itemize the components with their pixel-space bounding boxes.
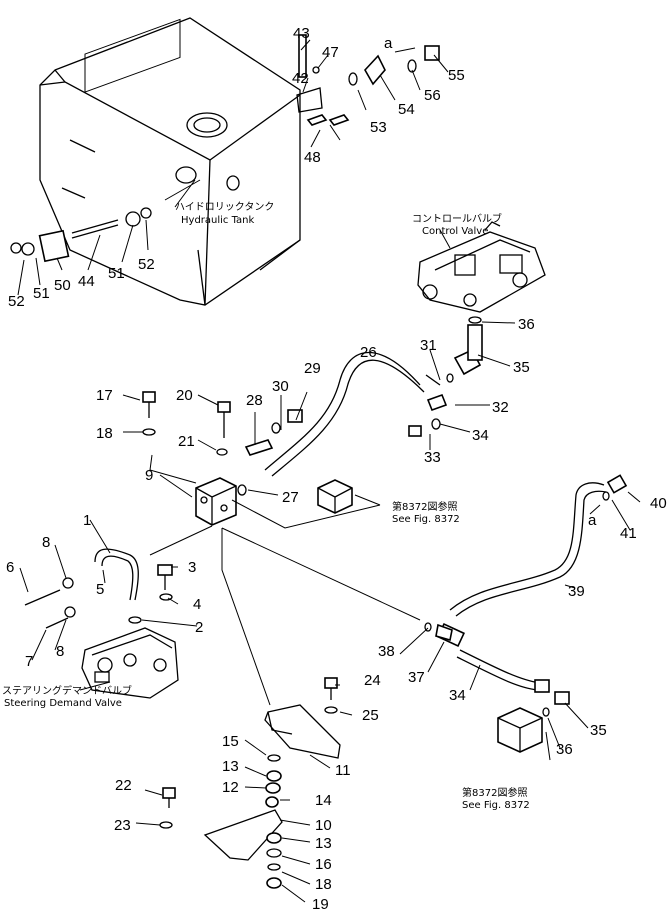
see-fig-en-upper: See Fig. 8372 (392, 514, 460, 525)
part-number-46: 43 (293, 25, 310, 42)
part-number-51-left: 51 (33, 285, 50, 302)
pipe-42 (449, 482, 607, 617)
part-number-labels: 43 47 42 48 53 54 56 55 a 52 51 50 44 51… (2, 25, 667, 911)
hose-26 (264, 351, 425, 477)
part-number-40: 37 (408, 669, 425, 686)
block-fig-8372-upper (317, 479, 353, 514)
part-number-54: 54 (398, 101, 415, 118)
part-number-34: 34 (472, 427, 489, 444)
part-number-27: 27 (282, 489, 299, 506)
part-number-2: 2 (195, 619, 203, 636)
part-number-28: 28 (246, 392, 263, 409)
part-number-36: 36 (518, 316, 535, 333)
part-number-42: 39 (568, 583, 585, 600)
part-number-7: 7 (25, 653, 33, 670)
part-number-4: 4 (193, 596, 201, 613)
part-number-10: 10 (315, 817, 332, 834)
block-9 (195, 477, 237, 526)
part-number-22: 22 (115, 777, 132, 794)
part-number-18-lower: 18 (315, 876, 332, 893)
part-number-52-right: 52 (138, 256, 155, 273)
part-number-19: 19 (312, 896, 329, 911)
ref-a-lower: a (588, 512, 597, 529)
part-number-6: 6 (6, 559, 14, 576)
steering-valve-en-label: Steering Demand Valve (4, 698, 122, 709)
part-number-44: 41 (620, 525, 637, 542)
part-number-48: 47 (322, 44, 339, 61)
part-number-23: 23 (114, 817, 131, 834)
part-number-56: 56 (424, 87, 441, 104)
bracket-11 (264, 704, 341, 759)
leader-lines (17, 39, 641, 903)
steering-valve-jp-label: ステアリングデマンドバルブ (2, 684, 132, 697)
control-valve-en-label: Control Valve (422, 226, 488, 237)
part-number-9: 9 (145, 467, 153, 484)
part-number-43: 40 (650, 495, 667, 512)
part-number-16: 16 (315, 856, 332, 873)
part-number-41: 38 (378, 643, 395, 660)
part-number-11: 11 (335, 762, 351, 779)
part-number-31: 31 (420, 337, 437, 354)
part-number-30: 30 (272, 378, 289, 395)
part-number-3: 3 (188, 559, 196, 576)
part-number-13-upper: 13 (222, 758, 239, 775)
part-number-8-lower: 8 (56, 643, 64, 660)
part-number-51-right: 51 (108, 265, 125, 282)
see-fig-en-lower: See Fig. 8372 (462, 800, 530, 811)
steering-demand-valve (81, 627, 179, 699)
part-number-13-lower: 13 (315, 835, 332, 852)
part-number-39: 36 (556, 741, 573, 758)
part-number-24: 24 (364, 672, 381, 689)
part-number-20: 20 (176, 387, 193, 404)
part-number-35: 35 (513, 359, 530, 376)
block-fig-8372-lower (497, 707, 543, 753)
see-fig-jp-upper: 第8372図参照 (392, 500, 457, 513)
part-number-5: 5 (96, 581, 104, 598)
part-number-26: 26 (360, 344, 377, 361)
part-number-8-upper: 8 (42, 534, 50, 551)
fasteners (10, 34, 628, 889)
hose-37 (437, 622, 550, 693)
part-number-55: 55 (448, 67, 465, 84)
part-number-14: 14 (315, 792, 332, 809)
part-number-21: 21 (178, 433, 195, 450)
part-number-25: 25 (362, 707, 379, 724)
pipe-1 (94, 548, 139, 601)
bracket-10 (203, 809, 283, 861)
control-valve-jp-label: コントロールバルブ (412, 212, 502, 225)
part-number-29: 29 (304, 360, 321, 377)
hydraulic-tank (39, 17, 301, 306)
part-number-50: 50 (54, 277, 71, 294)
part-number-1: 1 (83, 512, 91, 529)
part-number-17: 17 (96, 387, 113, 404)
part-number-37: 34 (449, 687, 466, 704)
part-number-38: 35 (590, 722, 607, 739)
part-number-49: 48 (304, 149, 321, 166)
part-number-47: 44 (78, 273, 95, 290)
part-number-53: 53 (370, 119, 387, 136)
part-number-15: 15 (222, 733, 239, 750)
part-number-18-upper: 18 (96, 425, 113, 442)
hydraulic-tank-en-label: Hydraulic Tank (181, 215, 255, 226)
control-valve (417, 221, 546, 313)
part-number-45: 42 (292, 70, 309, 87)
part-number-33: 33 (424, 449, 441, 466)
ref-a-upper: a (384, 35, 393, 52)
hydraulic-tank-jp-label: ハイドロリックタンク (175, 201, 274, 213)
part-number-12: 12 (222, 779, 239, 796)
part-number-32: 32 (492, 399, 509, 416)
see-fig-jp-lower: 第8372図参照 (462, 786, 527, 799)
flange-35 (453, 324, 483, 376)
part-number-52-left: 52 (8, 293, 25, 310)
